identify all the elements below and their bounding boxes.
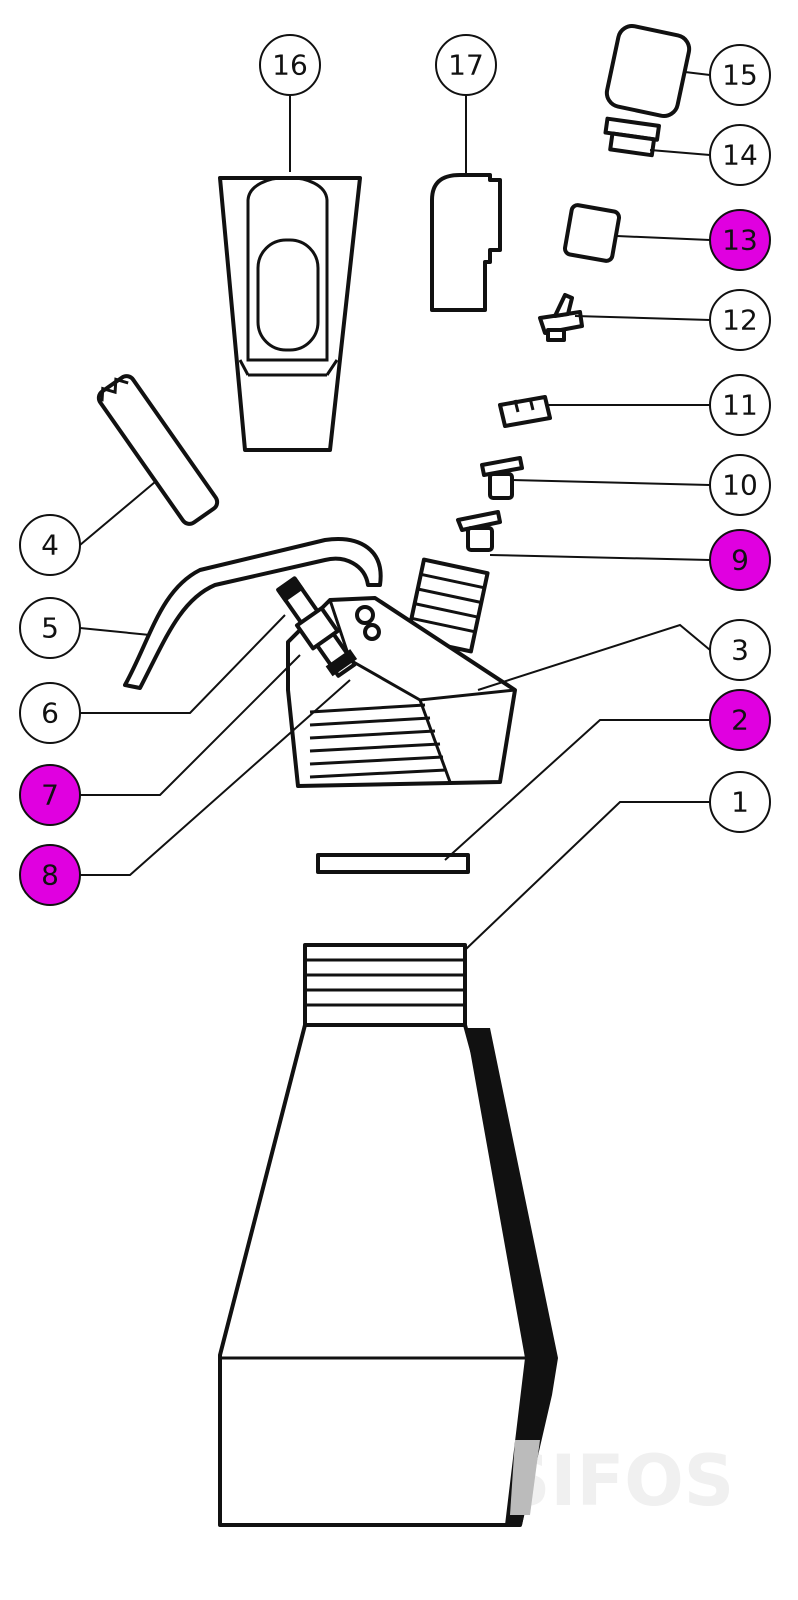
callout-circle-14 [709, 124, 771, 186]
callout-label-16: 16 [272, 49, 308, 82]
callout-label-14: 14 [722, 139, 758, 172]
leader-line-15 [684, 71, 711, 76]
part-5-lever [123, 537, 383, 690]
leader-line-4 [79, 481, 156, 546]
callout-label-15: 15 [722, 59, 758, 92]
part-4-nozzle [96, 374, 220, 526]
callout-circle-11 [709, 374, 771, 436]
callout-label-5: 5 [41, 612, 59, 645]
leader-line-6 [80, 614, 286, 714]
callout-2: 2 [444, 689, 771, 861]
leader-line-10 [511, 479, 711, 486]
callout-7: 7 [19, 654, 301, 826]
callout-circle-12 [709, 289, 771, 351]
callout-label-1: 1 [731, 786, 749, 819]
part-2-gasket [316, 853, 470, 874]
callout-label-12: 12 [722, 304, 758, 337]
callout-circle-10 [709, 454, 771, 516]
callout-label-10: 10 [722, 469, 758, 502]
callout-13: 13 [616, 209, 771, 271]
leader-line-2 [444, 719, 710, 861]
callout-15: 15 [684, 44, 771, 106]
callout-circle-9 [709, 529, 771, 591]
callout-label-6: 6 [41, 697, 59, 730]
callout-9: 9 [489, 529, 771, 591]
leader-line-14 [649, 149, 711, 156]
callout-circle-13 [709, 209, 771, 271]
leader-line-13 [616, 235, 711, 241]
callout-1: 1 [464, 771, 771, 951]
callout-17: 17 [435, 34, 497, 175]
callout-label-7: 7 [41, 779, 59, 812]
callout-4: 4 [19, 481, 156, 576]
part-11-insert [498, 395, 552, 428]
part-17-clip [430, 173, 502, 312]
leader-line-1 [464, 801, 710, 951]
callout-12: 12 [574, 289, 771, 351]
callout-label-8: 8 [41, 859, 59, 892]
leader-line-3 [477, 623, 711, 691]
callout-circle-17 [435, 34, 497, 96]
part-1-bottle [218, 943, 558, 1527]
part-10-valve [480, 456, 524, 500]
callout-8: 8 [19, 679, 351, 906]
callout-14: 14 [649, 124, 771, 186]
callout-11: 11 [545, 374, 771, 436]
part-14-holder-ring [603, 116, 661, 158]
callout-6: 6 [19, 614, 286, 744]
callout-10: 10 [511, 454, 771, 516]
bottle-neck-threads [303, 943, 467, 1027]
part-16-cover [218, 176, 362, 452]
callout-label-9: 9 [731, 544, 749, 577]
callout-circle-8 [19, 844, 81, 906]
leader-line-5 [79, 627, 151, 636]
callout-circle-3 [709, 619, 771, 681]
callout-label-4: 4 [41, 529, 59, 562]
callout-circle-2 [709, 689, 771, 751]
callout-label-2: 2 [731, 704, 749, 737]
leader-line-9 [489, 554, 711, 561]
callout-circle-15 [709, 44, 771, 106]
head-top-threads [405, 557, 490, 654]
part-12-pin [538, 293, 584, 342]
leader-line-8 [80, 679, 351, 876]
callout-circle-1 [709, 771, 771, 833]
callout-3: 3 [477, 619, 771, 691]
callout-5: 5 [19, 597, 151, 659]
part-3-head [286, 557, 517, 788]
part-6-7-8-valve-pin [276, 576, 358, 678]
callout-circle-16 [259, 34, 321, 96]
leader-line-12 [574, 315, 711, 321]
callout-circle-4 [19, 514, 81, 576]
callout-circle-7 [19, 764, 81, 826]
watermark: SIFOS [500, 1440, 734, 1522]
callout-label-3: 3 [731, 634, 749, 667]
part-9-seal [456, 510, 502, 552]
leader-line-7 [80, 654, 301, 796]
callout-label-11: 11 [722, 389, 758, 422]
part-13-cap [562, 203, 622, 263]
part-15-cartridge-holder [604, 24, 692, 118]
callout-label-13: 13 [722, 224, 758, 257]
callout-16: 16 [259, 34, 321, 172]
callout-label-17: 17 [448, 49, 484, 82]
callout-circle-5 [19, 597, 81, 659]
callout-circle-6 [19, 682, 81, 744]
